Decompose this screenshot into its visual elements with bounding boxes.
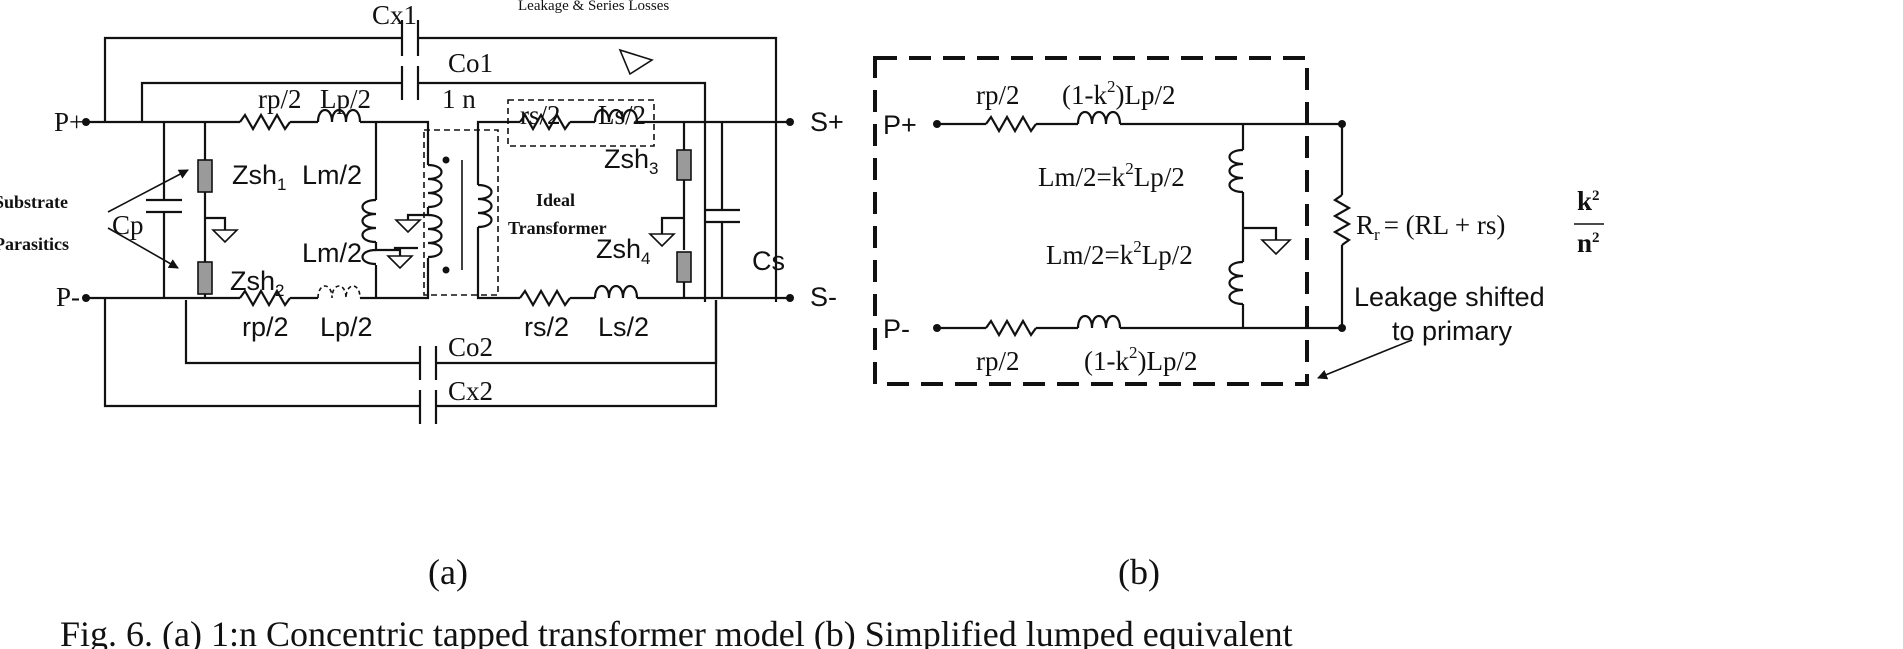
b-note-2: to primary	[1392, 316, 1513, 346]
ls2-top-inductor	[593, 108, 639, 123]
zsh4-impedance	[676, 251, 692, 283]
ground-lm2	[386, 255, 414, 270]
rp2-top-resistor	[239, 112, 291, 132]
label-rp2-bot: rp/2	[242, 312, 289, 342]
label-cp: Cp	[112, 210, 144, 240]
diagram-b: rp/2 (1-k2)Lp/2 P+ P- Lm/2=k2Lp/2 Lm/2=k…	[873, 56, 1604, 386]
coupled-inductor-left-top	[427, 163, 443, 209]
b-label-rp2-top: rp/2	[976, 80, 1020, 110]
b-label-leak-bot: (1-k2)Lp/2	[1084, 343, 1197, 376]
cx1-capacitor	[400, 20, 420, 56]
zsh1-impedance	[197, 159, 213, 193]
label-co2: Co2	[448, 332, 493, 362]
ground-zsh34	[648, 233, 676, 248]
label-rs2-bot: rs/2	[524, 312, 569, 342]
coupled-inductor-left-bot	[427, 213, 443, 259]
b-label-leak-top: (1-k2)Lp/2	[1062, 77, 1175, 110]
cx2-loop	[103, 298, 718, 408]
zsh2-impedance	[197, 261, 213, 295]
label-lp2-bot: Lp/2	[320, 312, 373, 342]
b-load-resistor	[1332, 194, 1352, 246]
b-label-p-plus: P+	[883, 110, 917, 140]
b-leakage-top-inductor	[1076, 110, 1122, 125]
ground-zsh12	[211, 229, 239, 244]
diagram-a: Cx1 Co1 Leakage & Series Losses P+ P- S+…	[0, 0, 844, 424]
b-ground	[1260, 239, 1292, 256]
coupled-inductor-right	[477, 183, 493, 229]
b-rp2-bottom-resistor	[985, 318, 1037, 338]
b-lm-top-inductor	[1228, 148, 1244, 194]
caption-a: (a)	[428, 552, 468, 592]
label-transformer: Transformer	[508, 218, 607, 238]
zsh3-impedance	[676, 149, 692, 181]
simplified-model-box	[873, 56, 1309, 386]
lm2-bottom-inductor	[361, 248, 377, 266]
b-label-lm-top: Lm/2=k2Lp/2	[1038, 159, 1185, 192]
label-ideal: Ideal	[536, 190, 575, 210]
b-note-arrow	[1317, 339, 1413, 380]
b-label-p-minus: P-	[883, 314, 910, 344]
ground-tap	[394, 219, 422, 234]
cp-capacitor	[146, 122, 182, 298]
b-label-rp2-bot: rp/2	[976, 346, 1020, 376]
co1-capacitor	[400, 66, 420, 100]
substrate-arrows	[107, 169, 189, 269]
b-leakage-bottom-inductor	[1076, 314, 1122, 329]
label-lm2-bot: Lm/2	[302, 238, 362, 268]
label-leakage-note: Leakage & Series Losses	[518, 0, 669, 14]
b-label-lm-bot: Lm/2=k2Lp/2	[1046, 237, 1193, 270]
b-label-rr-den: n2	[1577, 228, 1600, 258]
label-p-minus: P-	[56, 282, 80, 312]
label-zsh3: Zsh3	[604, 144, 658, 178]
label-ratio: 1 n	[442, 84, 476, 114]
figure-caption: Fig. 6. (a) 1:n Concentric tapped transf…	[60, 614, 1293, 649]
label-s-minus: S-	[810, 282, 837, 312]
rp2-bottom-resistor	[239, 288, 291, 308]
label-ls2-top: Ls/2	[598, 100, 646, 130]
b-lm-bottom-inductor	[1228, 260, 1244, 306]
caption-b: (b)	[1118, 552, 1160, 592]
co2-capacitor	[418, 346, 438, 380]
cs-capacitor	[704, 122, 740, 298]
label-s-plus: S+	[810, 107, 844, 137]
label-zsh2: Zsh2	[230, 266, 284, 300]
lp2-bottom-inductor	[317, 285, 361, 299]
label-p-plus: P+	[54, 107, 84, 137]
s-plus-terminal	[786, 118, 794, 126]
cx1-loop	[103, 36, 778, 302]
rs2-top-resistor	[519, 112, 571, 132]
ideal-transformer-box	[423, 129, 499, 296]
leakage-marker	[618, 48, 654, 76]
b-rp2-top-resistor	[985, 114, 1037, 134]
label-cs: Cs	[752, 246, 785, 276]
cx2-capacitor	[418, 390, 438, 424]
label-co1: Co1	[448, 48, 493, 78]
b-label-rr: Rr= (RL + rs)	[1356, 210, 1505, 244]
label-lm2-top: Lm/2	[302, 160, 362, 190]
label-rs2-top: rs/2	[520, 100, 561, 130]
co1-loop	[140, 81, 707, 302]
label-parasitics: Parasitics	[0, 234, 69, 254]
label-ls2-bot: Ls/2	[598, 312, 649, 342]
label-rp2-top: rp/2	[258, 84, 302, 114]
label-lp2-top: Lp/2	[320, 84, 371, 114]
b-label-rr-num: k2	[1577, 186, 1600, 216]
label-substrate: Substrate	[0, 192, 68, 212]
label-zsh1: Zsh1	[232, 160, 286, 194]
label-cx1: Cx1	[372, 0, 417, 30]
s-minus-terminal	[786, 294, 794, 302]
label-cx2: Cx2	[448, 376, 493, 406]
lp2-top-inductor	[316, 108, 362, 123]
rs2-bottom-resistor	[519, 288, 571, 308]
leakage-box	[507, 99, 655, 147]
lm2-top-inductor	[361, 198, 377, 244]
label-zsh4: Zsh4	[596, 234, 650, 268]
b-note-1: Leakage shifted	[1354, 282, 1545, 312]
ls2-bottom-inductor	[593, 284, 639, 299]
